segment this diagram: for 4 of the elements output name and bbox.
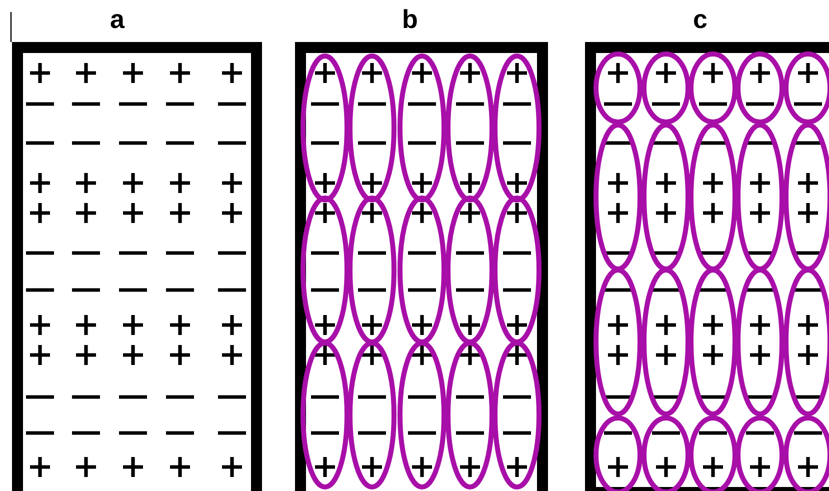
panel-label: c bbox=[693, 6, 708, 32]
panel-label: a bbox=[110, 6, 124, 32]
panel-label: b bbox=[402, 6, 418, 32]
panel-frame bbox=[12, 42, 262, 491]
